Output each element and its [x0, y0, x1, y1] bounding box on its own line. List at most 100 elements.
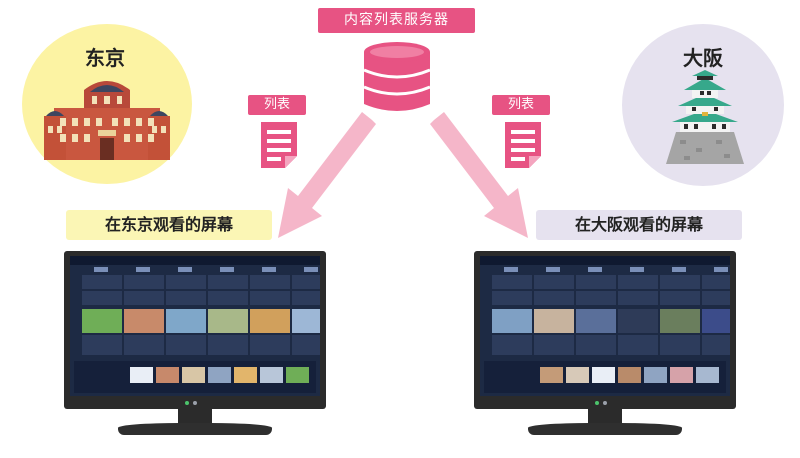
screen-topbar	[480, 256, 730, 265]
tokyo-monitor-neck	[178, 409, 212, 423]
program-cell	[124, 291, 164, 305]
program-cell	[250, 291, 290, 305]
osaka-castle-illustration	[666, 70, 744, 164]
indicator-led	[603, 401, 607, 405]
program-cell	[492, 291, 532, 305]
program-cell	[124, 335, 164, 355]
program-cell	[208, 275, 248, 289]
program-cell	[124, 275, 164, 289]
program-cell	[166, 335, 206, 355]
channel-logo	[94, 267, 108, 272]
channel-logo	[714, 267, 728, 272]
channel-logo	[220, 267, 234, 272]
program-cell	[292, 291, 320, 305]
recommendation-thumbnail	[260, 367, 283, 383]
recommendation-thumbnail	[644, 367, 667, 383]
recommendation-thumbnail	[208, 367, 231, 383]
osaka-monitor-base	[528, 423, 682, 435]
program-cell	[492, 335, 532, 355]
program-cell	[166, 291, 206, 305]
tokyo-monitor	[64, 251, 326, 409]
program-cell	[166, 275, 206, 289]
osaka-monitor	[474, 251, 736, 409]
channel-logo	[136, 267, 150, 272]
recommendation-thumbnail	[130, 367, 153, 383]
recommendation-thumbnail	[618, 367, 641, 383]
program-grid	[480, 265, 730, 396]
power-led	[595, 401, 599, 405]
list-tag-right: 列表	[492, 95, 550, 115]
program-cell	[618, 291, 658, 305]
channel-logo	[630, 267, 644, 272]
tokyo-screen	[70, 256, 320, 396]
content-list-server-label: 内容列表服务器	[318, 8, 475, 33]
program-cell	[250, 335, 290, 355]
osaka-monitor-neck	[588, 409, 622, 423]
osaka-screen-label: 在大阪观看的屏幕	[536, 210, 742, 240]
tokyo-monitor-base	[118, 423, 272, 435]
channel-logo	[672, 267, 686, 272]
program-cell	[292, 275, 320, 289]
osaka-label: 大阪	[683, 46, 723, 70]
screen-topbar	[70, 256, 320, 265]
program-cell	[534, 275, 574, 289]
channel-logo	[304, 267, 318, 272]
program-cell	[82, 275, 122, 289]
program-cell	[660, 291, 700, 305]
program-thumbnail	[124, 309, 164, 333]
recommendation-thumbnail	[592, 367, 615, 383]
program-cell	[208, 335, 248, 355]
document-icon-left	[261, 122, 297, 168]
program-cell	[250, 275, 290, 289]
channel-logo	[178, 267, 192, 272]
program-cell	[618, 275, 658, 289]
program-cell	[534, 335, 574, 355]
program-cell	[702, 335, 730, 355]
recommendation-thumbnail	[234, 367, 257, 383]
program-thumbnail	[534, 309, 574, 333]
program-cell	[702, 275, 730, 289]
program-cell	[618, 335, 658, 355]
indicator-led	[193, 401, 197, 405]
program-cell	[702, 291, 730, 305]
recommendation-thumbnail	[696, 367, 719, 383]
arrow-to-osaka	[430, 112, 528, 238]
program-cell	[82, 335, 122, 355]
tokyo-screen-label: 在东京观看的屏幕	[66, 210, 272, 240]
program-cell	[660, 335, 700, 355]
power-led	[185, 401, 189, 405]
recommendation-thumbnail	[540, 367, 563, 383]
channel-logo	[588, 267, 602, 272]
osaka-screen	[480, 256, 730, 396]
program-cell	[492, 275, 532, 289]
channel-logo	[546, 267, 560, 272]
document-icon-right	[505, 122, 541, 168]
program-thumbnail	[660, 309, 700, 333]
program-thumbnail	[166, 309, 206, 333]
program-cell	[534, 291, 574, 305]
recommendation-thumbnail	[156, 367, 179, 383]
program-cell	[208, 291, 248, 305]
recommendation-thumbnail	[670, 367, 693, 383]
program-thumbnail	[292, 309, 320, 333]
program-cell	[576, 291, 616, 305]
channel-logo	[262, 267, 276, 272]
program-thumbnail	[492, 309, 532, 333]
channel-logo	[504, 267, 518, 272]
database-icon	[363, 42, 431, 111]
tokyo-station-illustration	[44, 81, 170, 160]
tokyo-label: 东京	[85, 46, 125, 70]
program-cell	[576, 275, 616, 289]
program-thumbnail	[250, 309, 290, 333]
list-tag-left: 列表	[248, 95, 306, 115]
program-thumbnail	[576, 309, 616, 333]
arrow-to-tokyo	[278, 112, 376, 238]
program-thumbnail	[702, 309, 730, 333]
recommendation-thumbnail	[182, 367, 205, 383]
program-cell	[292, 335, 320, 355]
recommendation-thumbnail	[566, 367, 589, 383]
program-cell	[576, 335, 616, 355]
program-thumbnail	[82, 309, 122, 333]
program-cell	[660, 275, 700, 289]
program-thumbnail	[618, 309, 658, 333]
